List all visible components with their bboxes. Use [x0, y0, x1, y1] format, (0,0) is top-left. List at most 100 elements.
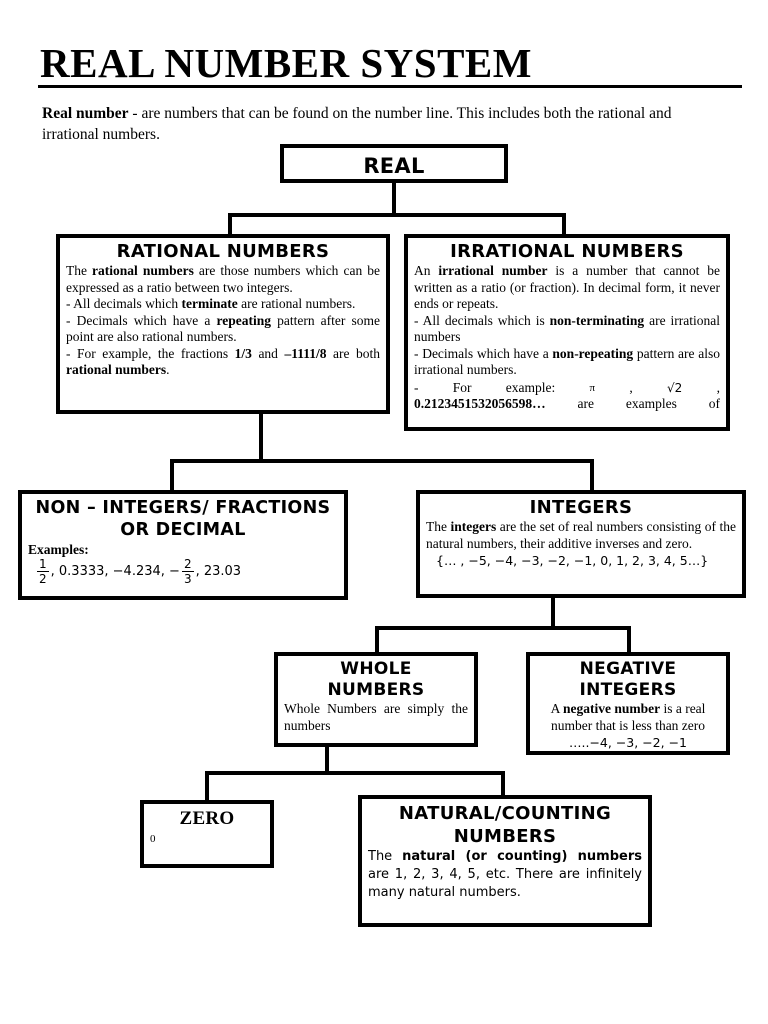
irrational-p4-dash: -: [414, 379, 419, 395]
connector-to-rational: [228, 213, 232, 236]
integers-p1c: are the set of real numbers consisting o…: [426, 519, 736, 551]
irrational-p2c: are irrational numbers: [414, 312, 720, 345]
node-negint-title-line2: INTEGERS: [579, 680, 677, 700]
connector-to-whole: [375, 626, 379, 654]
connector-whole-bar: [205, 771, 505, 775]
connector-to-zero: [205, 771, 209, 802]
node-whole-title-line2: NUMBERS: [327, 680, 425, 700]
rational-p4b: 1/3: [234, 345, 252, 361]
rational-p2b: terminate: [181, 296, 238, 311]
rational-p1b: rational numbers: [92, 263, 194, 278]
rational-p3a: - Decimals which have a: [66, 312, 217, 328]
irrational-p2b: non-terminating: [549, 312, 645, 328]
integers-p1a: The: [426, 519, 451, 534]
node-natural-title-line1: NATURAL/COUNTING: [398, 803, 612, 824]
frac1-numerator: 1: [39, 557, 47, 571]
fraction-one-half: 1 2: [37, 558, 49, 585]
rational-p1c: are those numbers which can be expressed…: [66, 263, 380, 295]
node-real-title: REAL: [363, 154, 425, 178]
rational-p4c: and: [251, 345, 285, 361]
rational-p4f: rational numbers: [66, 362, 167, 377]
node-nonint-title-line2: OR DECIMAL: [120, 520, 246, 540]
irrational-p5-are: are: [577, 396, 594, 411]
frac1-denominator: 2: [37, 571, 49, 586]
node-natural-title-line2: NUMBERS: [453, 826, 557, 847]
frac2-denominator: 3: [181, 571, 194, 586]
natural-p1c: are 1, 2, 3, 4, 5, etc. There are infini…: [368, 867, 642, 900]
rational-p3b: repeating: [216, 312, 271, 328]
intro-paragraph: Real number - are numbers that can be fo…: [42, 103, 702, 145]
node-whole-body: Whole Numbers are simply the numbers: [284, 701, 468, 733]
node-negint-title-line1: NEGATIVE: [579, 659, 677, 679]
node-real[interactable]: REAL: [280, 144, 508, 183]
nonint-examples-label: Examples:: [28, 542, 89, 557]
connector-to-integers: [590, 459, 594, 492]
node-zero-title: ZERO: [179, 808, 235, 829]
connector-to-natural: [501, 771, 505, 797]
node-irrational-numbers[interactable]: IRRATIONAL NUMBERS An irrational number …: [404, 234, 730, 431]
intro-bold-lead: Real number: [42, 105, 129, 122]
node-irrational-title: IRRATIONAL NUMBERS: [450, 241, 684, 262]
irrational-p1c: is a number that cannot be written as a …: [414, 263, 720, 311]
irrational-p3a: - Decimals which have a: [414, 345, 553, 361]
negint-p1b: negative number: [562, 701, 661, 716]
node-natural-counting-numbers[interactable]: NATURAL/COUNTING NUMBERS The natural (or…: [358, 795, 652, 927]
rational-p4d: –1111/8: [284, 345, 327, 361]
pi-symbol: π: [589, 381, 596, 394]
node-zero[interactable]: ZERO 0: [140, 800, 274, 868]
node-rational-title: RATIONAL NUMBERS: [116, 241, 330, 262]
node-zero-value: 0: [150, 833, 156, 845]
node-rational-numbers[interactable]: RATIONAL NUMBERS The rational numbers ar…: [56, 234, 390, 414]
node-non-integers-fractions[interactable]: NON – INTEGERS/ FRACTIONS OR DECIMAL Exa…: [18, 490, 348, 600]
node-rational-body: The rational numbers are those numbers w…: [66, 263, 380, 379]
rational-p1a: The: [66, 263, 93, 278]
integers-set-notation: {… , −5, −4, −3, −2, −1, 0, 1, 2, 3, 4, …: [436, 553, 709, 568]
connector-real-bar: [228, 213, 566, 217]
irrational-p5-examples: examples: [625, 396, 677, 411]
node-whole-numbers[interactable]: WHOLE NUMBERS Whole Numbers are simply t…: [274, 652, 478, 747]
fraction-two-thirds: 2 3: [181, 558, 194, 586]
node-whole-title-line1: WHOLE: [340, 659, 412, 679]
title-divider: [38, 85, 742, 88]
connector-to-irrational: [562, 213, 566, 236]
node-negative-integers[interactable]: NEGATIVE INTEGERS A negative number is a…: [526, 652, 730, 755]
node-irrational-body: An irrational number is a number that ca…: [414, 263, 720, 413]
connector-integers-stem: [551, 598, 555, 630]
sqrt-two-symbol: √2: [667, 380, 683, 395]
node-integers-body: The integers are the set of real numbers…: [426, 519, 736, 552]
connector-to-negative: [627, 626, 631, 654]
node-negint-body: A negative number is a real number that …: [536, 701, 720, 734]
node-natural-body: The natural (or counting) numbers are 1,…: [368, 848, 642, 902]
nonint-mid-values: , 0.3333, −4.234, −: [50, 564, 180, 579]
node-integers[interactable]: INTEGERS The integers are the set of rea…: [416, 490, 746, 598]
connector-whole-stem: [325, 747, 329, 775]
rational-p4e: are both: [326, 345, 380, 361]
connector-rational-stem: [259, 414, 263, 463]
irrational-p3c: pattern are also irrational numbers.: [414, 345, 720, 378]
connector-rational-bar: [170, 459, 594, 463]
natural-p1a: The: [368, 849, 403, 864]
rational-p2a: - All decimals which: [66, 296, 182, 311]
natural-p1b: natural (or counting) numbers: [402, 849, 642, 864]
nonint-tail-values: , 23.03: [195, 564, 242, 579]
negint-p1c: is a real number that is less than zero: [550, 701, 706, 733]
irrational-p1b: irrational number: [438, 263, 548, 278]
negint-list: …..−4, −3, −2, −1: [569, 735, 687, 750]
node-nonint-title-line1: NON – INTEGERS/ FRACTIONS: [35, 498, 331, 518]
irrational-p3b: non-repeating: [552, 345, 634, 361]
connector-real-stem: [392, 183, 396, 215]
nonint-examples-values: 1 2 , 0.3333, −4.234, − 2 3 , 23.03: [28, 558, 338, 585]
irrational-p5-of: of: [708, 396, 720, 411]
rational-p4g: .: [166, 362, 170, 377]
intro-text: - are numbers that can be found on the n…: [42, 105, 672, 143]
irrational-comma-1: ,: [629, 379, 633, 395]
irrational-p4-for: For: [452, 379, 472, 395]
irrational-p1a: An: [414, 263, 439, 278]
irrational-p4-example: example:: [505, 379, 556, 395]
integers-p1b: integers: [450, 519, 497, 534]
irrational-decimal-example: 0.2123451532056598…: [414, 396, 546, 411]
negint-p1a: A: [550, 701, 563, 716]
irrational-comma-2: ,: [716, 379, 720, 395]
irrational-p2a: - All decimals which is: [414, 312, 550, 328]
node-integers-title: INTEGERS: [529, 497, 633, 518]
